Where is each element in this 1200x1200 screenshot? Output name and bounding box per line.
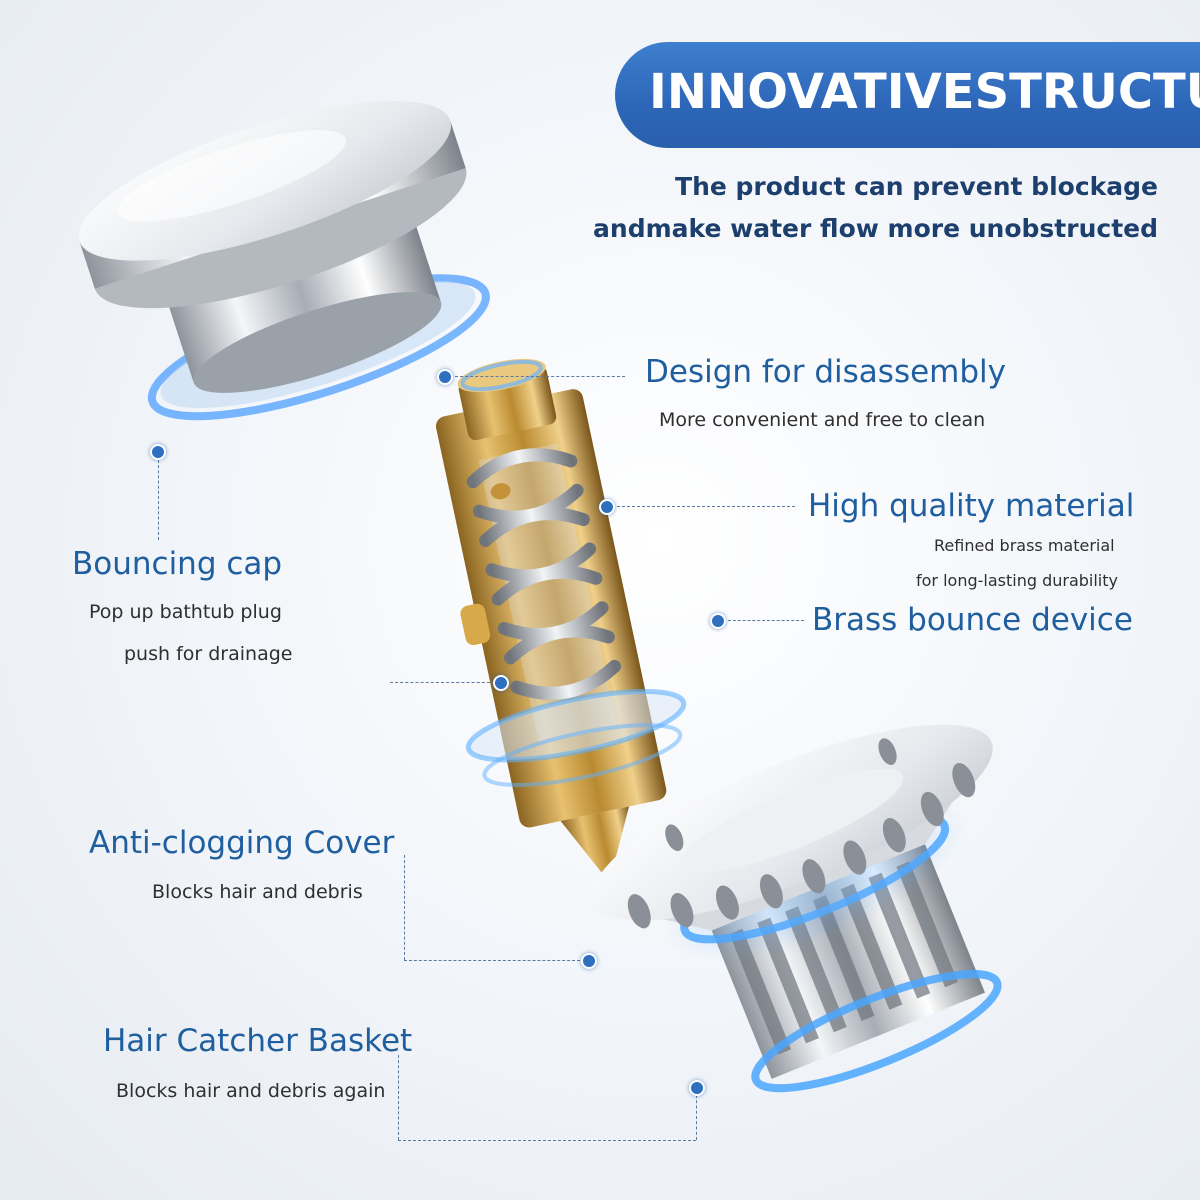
cap-desc-2: push for drainage [124,643,293,665]
callout-line-material [617,506,795,507]
callout-dot-design [437,369,453,385]
brass-core-illustration [435,358,687,874]
basket-title: Hair Catcher Basket [103,1023,413,1059]
callout-dot-cap [150,444,166,460]
basket-desc: Blocks hair and debris again [116,1080,386,1102]
callout-dot-bounce [710,613,726,629]
material-desc-1: Refined brass material [934,536,1115,555]
cover-desc: Blocks hair and debris [152,881,363,903]
callout-dot-basket [689,1080,705,1096]
callout-line-bounce [728,620,804,621]
material-title: High quality material [808,488,1135,524]
callout-dot-material [599,499,615,515]
callout-line-cover-v [404,855,405,960]
cover-title: Anti-clogging Cover [89,825,395,861]
callout-line-cover-h [404,960,580,961]
bouncing-cap-illustration [78,101,490,421]
callout-line-design [455,376,625,377]
callout-line-basket-right [696,1095,697,1140]
callout-line-basket-h [398,1140,696,1141]
design-desc: More convenient and free to clean [659,409,986,431]
callout-line-basket-left [398,1055,399,1140]
callout-line-cap [158,460,159,540]
intro-line-2: andmake water flow more unobstructed [593,214,1158,243]
callout-dot-spring [493,675,509,691]
strainer-basket-illustration [591,724,1002,1093]
callout-dot-cover [581,953,597,969]
callout-line-spring [390,682,495,683]
cap-desc-1: Pop up bathtub plug [89,601,282,623]
material-desc-2: for long-lasting durability [916,571,1118,590]
design-title: Design for disassembly [645,354,1007,390]
intro-line-1: The product can prevent blockage [675,172,1158,201]
title-banner: INNOVATIVESTRUCTUR [615,42,1200,148]
banner-title: INNOVATIVESTRUCTUR [649,64,1200,120]
bounce-title: Brass bounce device [812,602,1133,638]
cap-title: Bouncing cap [72,546,283,582]
